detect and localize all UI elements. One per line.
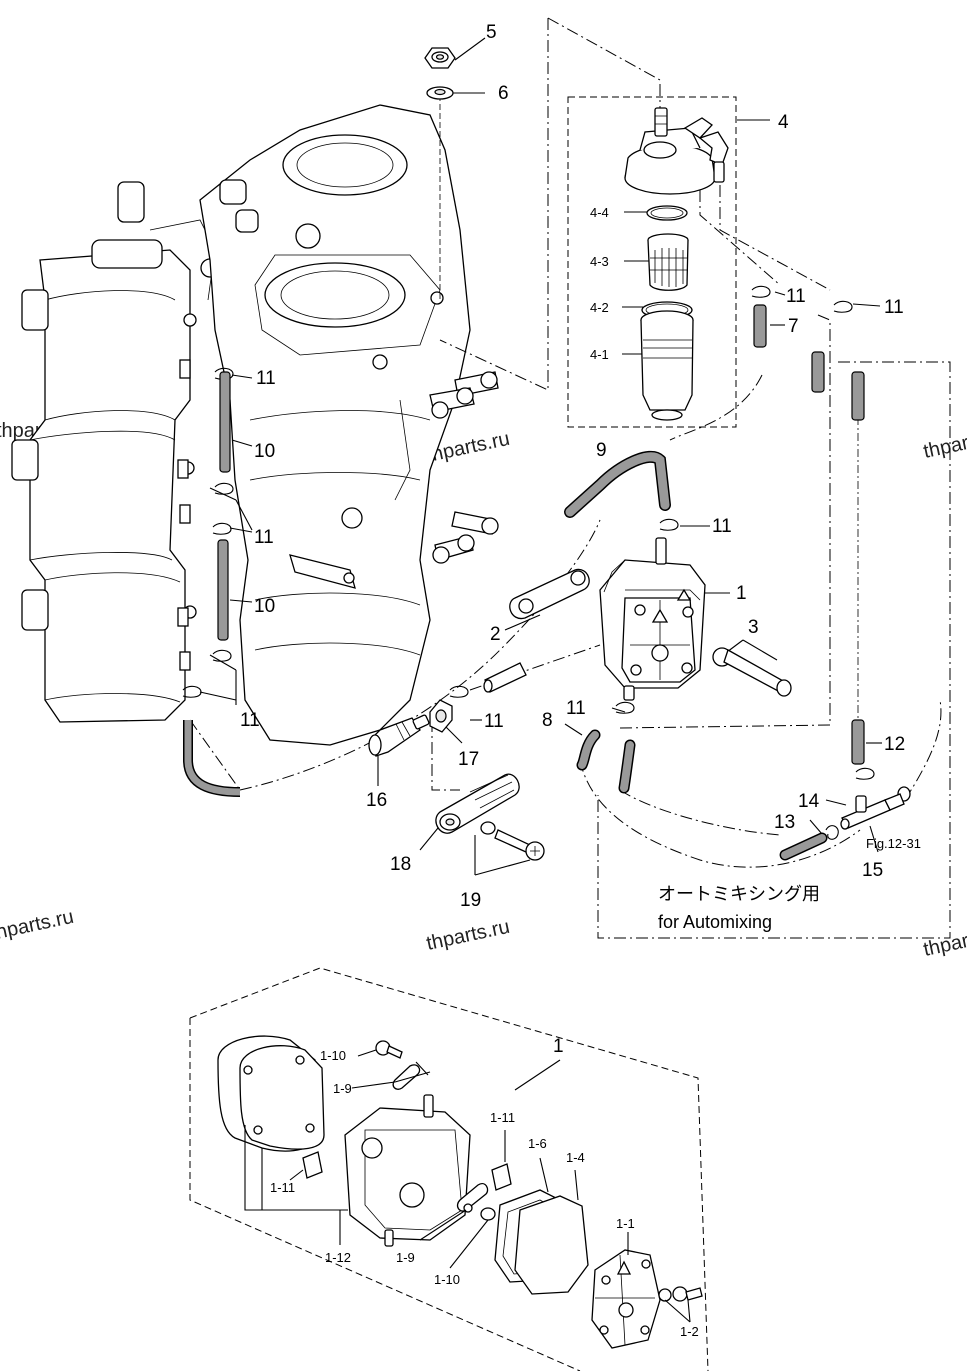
clip-part-14 xyxy=(825,825,839,840)
label-4-2: 4-2 xyxy=(590,300,609,315)
label-1-4: 1-4 xyxy=(566,1150,585,1165)
right-short-hoses xyxy=(811,351,865,421)
hose-part-9 xyxy=(564,450,671,518)
label-11-d: 11 xyxy=(254,527,274,548)
nut-part-17 xyxy=(429,699,453,733)
label-4-4: 4-4 xyxy=(590,205,609,220)
label-3: 3 xyxy=(748,617,759,638)
engine-block xyxy=(11,104,499,746)
screw-part-19 xyxy=(480,821,545,861)
connector-part-16 xyxy=(368,714,430,757)
label-1-9-b: 1-9 xyxy=(396,1250,415,1265)
label-1-9-a: 1-9 xyxy=(333,1081,352,1096)
plate-part-2 xyxy=(509,568,590,620)
pump-detail-leaders xyxy=(244,1049,691,1323)
automixing-note-jp: オートミキシング用 xyxy=(658,884,820,904)
label-11-h: 11 xyxy=(484,711,504,732)
label-1: 1 xyxy=(736,583,747,604)
part-labels: 5 6 4 4-4 4-3 4-2 4-1 11 11 7 11 10 11 9… xyxy=(240,22,905,1339)
hose-part-7 xyxy=(753,304,767,348)
label-4: 4 xyxy=(778,112,789,133)
cylinder-head-stack xyxy=(11,181,220,723)
label-5: 5 xyxy=(486,22,497,43)
label-1-6: 1-6 xyxy=(528,1136,547,1151)
watermark-center-bottom: thparts.ru xyxy=(424,916,511,955)
label-11-b: 11 xyxy=(884,297,904,318)
nut-part-5 xyxy=(424,47,456,69)
label-8: 8 xyxy=(542,710,553,731)
label-17: 17 xyxy=(458,749,479,770)
leader-lines xyxy=(189,17,951,939)
bolt-part-3 xyxy=(712,647,792,697)
label-detail-1: 1 xyxy=(553,1036,564,1057)
label-10-a: 10 xyxy=(254,441,275,462)
pump-detail-parts xyxy=(217,1035,703,1349)
automixing-note-en: for Automixing xyxy=(658,912,772,932)
label-4-3: 4-3 xyxy=(590,254,609,269)
figure-reference: Fig.12-31 xyxy=(866,836,921,851)
label-16: 16 xyxy=(366,790,387,811)
label-18: 18 xyxy=(390,854,411,875)
label-6: 6 xyxy=(498,83,509,104)
fuel-pump-part-1 xyxy=(599,537,706,701)
label-9: 9 xyxy=(596,440,607,461)
bracket-part-18 xyxy=(435,773,520,834)
label-11-f: 11 xyxy=(240,710,260,731)
label-12: 12 xyxy=(884,734,905,755)
watermark-right-top: thparts.ru xyxy=(921,424,967,463)
label-11-i: 11 xyxy=(566,698,586,719)
label-1-10-b: 1-10 xyxy=(434,1272,460,1287)
label-1-10-a: 1-10 xyxy=(320,1048,346,1063)
clips xyxy=(182,285,875,780)
t-joint-part-15 xyxy=(840,786,911,830)
label-13: 13 xyxy=(774,812,795,833)
hose-part-12 xyxy=(851,719,865,765)
watermark-right-bottom: thparts.ru xyxy=(921,922,967,961)
head-nipples xyxy=(177,359,191,671)
crankcase-body xyxy=(199,104,499,746)
label-1-11-a: 1-11 xyxy=(490,1110,515,1125)
hose-part-10-lower xyxy=(217,539,229,641)
label-15: 15 xyxy=(862,860,883,881)
label-11-a: 11 xyxy=(786,286,806,307)
label-1-2: 1-2 xyxy=(680,1324,699,1339)
label-7: 7 xyxy=(788,316,799,337)
filter-bowl-part-4-1 xyxy=(640,310,694,421)
lower-left-hose xyxy=(183,720,241,797)
hose-part-8 xyxy=(576,729,636,794)
connector-hose-mid xyxy=(483,662,527,693)
label-1-11-b: 1-11 xyxy=(270,1180,295,1195)
label-2: 2 xyxy=(490,624,501,645)
label-4-1: 4-1 xyxy=(590,347,609,362)
label-10-b: 10 xyxy=(254,596,275,617)
label-19: 19 xyxy=(460,890,481,911)
label-1-12: 1-12 xyxy=(325,1250,351,1265)
label-11-g: 11 xyxy=(712,516,732,537)
watermark-left-bottom: thparts.ru xyxy=(0,906,76,945)
filter-element-part-4-3 xyxy=(647,233,689,291)
label-14: 14 xyxy=(798,791,820,812)
fuel-filter-assembly xyxy=(624,107,729,421)
label-1-1: 1-1 xyxy=(616,1216,635,1231)
pump-detail-frame xyxy=(189,967,709,1371)
washer-part-6 xyxy=(426,86,454,100)
hose-part-10-upper xyxy=(219,371,231,473)
label-11-c: 11 xyxy=(256,368,276,389)
hose-part-13 xyxy=(779,832,828,861)
